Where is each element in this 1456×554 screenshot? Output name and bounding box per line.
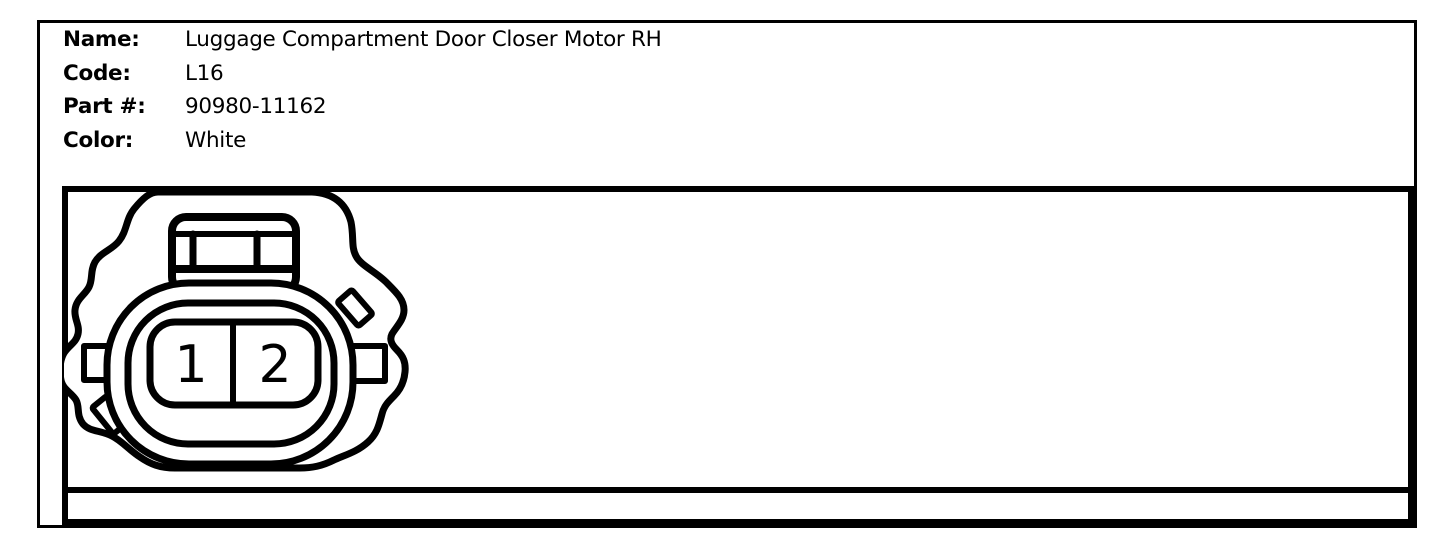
field-label-name: Name: bbox=[63, 27, 140, 53]
connector-info-sheet: Name: Luggage Compartment Door Closer Mo… bbox=[37, 20, 1417, 528]
pin-2-label: 2 bbox=[258, 335, 291, 395]
diagram-footer-row bbox=[68, 487, 1408, 519]
header-field-color: Color: White bbox=[63, 124, 662, 158]
header-field-part-number: Part #: 90980-11162 bbox=[63, 90, 662, 124]
header-field-code: Code: L16 bbox=[63, 57, 662, 91]
field-label-part-number: Part #: bbox=[63, 94, 146, 120]
field-value-part-number: 90980-11162 bbox=[185, 94, 327, 120]
field-value-code: L16 bbox=[185, 60, 224, 86]
connector-lock-rail bbox=[168, 213, 300, 295]
field-label-color: Color: bbox=[63, 127, 134, 153]
field-label-code: Code: bbox=[63, 60, 131, 86]
lock-tab-upper-right-icon bbox=[335, 287, 375, 329]
field-value-color: White bbox=[185, 127, 247, 153]
diagram-panel: 1 2 bbox=[62, 186, 1414, 525]
connector-header: Name: Luggage Compartment Door Closer Mo… bbox=[63, 23, 662, 157]
pin-1-label: 1 bbox=[174, 335, 207, 395]
connector-diagram-icon: 1 2 bbox=[64, 188, 409, 472]
header-field-name: Name: Luggage Compartment Door Closer Mo… bbox=[63, 23, 662, 57]
field-value-name: Luggage Compartment Door Closer Motor RH bbox=[185, 27, 662, 53]
